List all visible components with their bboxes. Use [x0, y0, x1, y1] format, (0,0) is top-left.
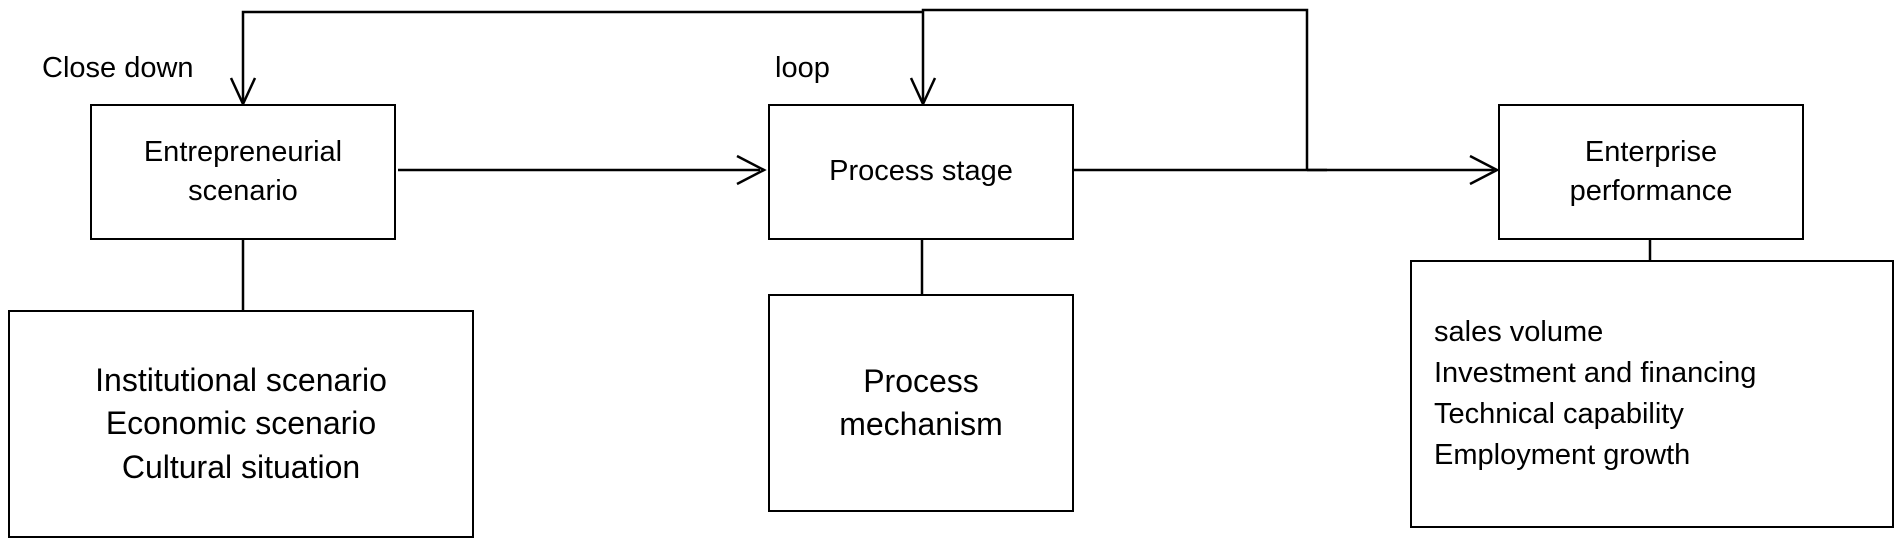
process-mechanism-box: Process mechanism	[768, 294, 1074, 512]
entrepreneurial-scenario-text: Entrepreneurial scenario	[143, 135, 343, 207]
arrowhead-performance-left	[1469, 154, 1500, 186]
close-down-label: Close down	[42, 52, 194, 84]
loop-label: loop	[775, 52, 830, 84]
loop-feedback-line	[241, 10, 923, 104]
entrepreneurial-scenario-box: Entrepreneurial scenario	[90, 104, 396, 240]
indicator-sales-volume: sales volume	[1434, 315, 1604, 348]
process-stage-text: Process stage	[829, 155, 1013, 188]
enterprise-performance-text: Enterprise performance	[1569, 135, 1733, 207]
arrowhead-process-left	[736, 154, 767, 186]
scenario-details-box: Institutional scenario Economic scenario…	[8, 310, 474, 538]
process-stage-box: Process stage	[768, 104, 1074, 240]
process-mechanism-text: Process mechanism	[839, 362, 1003, 442]
performance-indicators-box: sales volume Investment and financing Te…	[1410, 260, 1894, 528]
enterprise-performance-box: Enterprise performance	[1498, 104, 1804, 240]
close-down-feedback-line	[921, 8, 1309, 170]
indicator-employment-growth: Employment growth	[1434, 439, 1691, 472]
scenario-details-text: Institutional scenario Economic scenario…	[95, 362, 387, 485]
indicator-technical-capability: Technical capability	[1434, 398, 1684, 430]
performance-indicators-list: sales volume Investment and financing Te…	[1434, 312, 1756, 477]
indicator-investment-financing: Investment and financing	[1434, 356, 1757, 389]
